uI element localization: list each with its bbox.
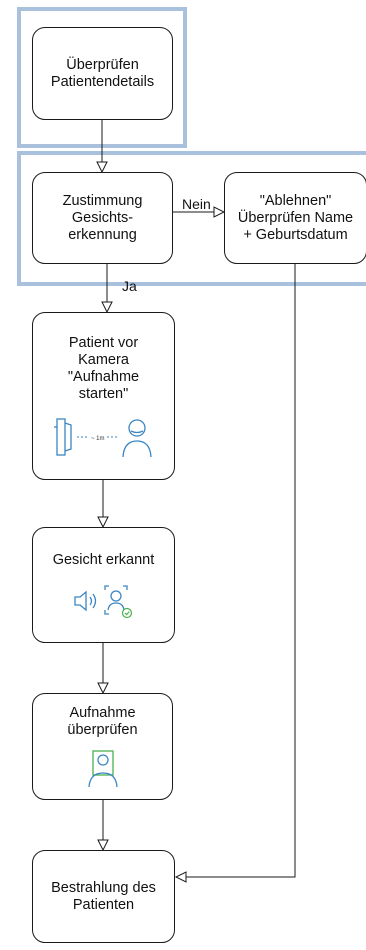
node-label: Zustimmung Gesichts- erkennung xyxy=(62,192,143,243)
arrowhead xyxy=(101,301,113,314)
node-review-recording[interactable]: Aufnahme überprüfen xyxy=(32,693,173,800)
node-label: "Ablehnen" Überprüfen Name + Geburtsdatu… xyxy=(237,192,354,243)
edge-decline-to-radiation xyxy=(186,264,296,878)
camera-device-icon xyxy=(53,418,72,456)
review-illustration xyxy=(85,749,121,789)
arrowhead xyxy=(97,682,109,695)
node-decline-check-name-birthdate[interactable]: "Ablehnen" Überprüfen Name + Geburtsdatu… xyxy=(224,172,366,264)
node-label: Gesicht erkannt xyxy=(52,551,155,568)
node-patient-at-camera[interactable]: Patient vor Kamera "Aufnahme starten" ~ … xyxy=(32,312,175,480)
arrowhead xyxy=(97,839,109,852)
node-label: Überprüfen Patientendetails xyxy=(50,56,155,90)
node-check-patient-details[interactable]: Überprüfen Patientendetails xyxy=(32,27,173,120)
check-badge xyxy=(121,607,132,618)
node-face-detected[interactable]: Gesicht erkannt xyxy=(32,527,175,643)
node-label: Bestrahlung des Patienten xyxy=(51,879,156,913)
node-patient-radiation[interactable]: Bestrahlung des Patienten xyxy=(32,850,175,943)
camera-illustration: ~ 1m xyxy=(49,415,159,459)
edge-label-nein: Nein xyxy=(182,196,211,212)
photo-portrait-icon xyxy=(87,749,118,787)
speaker-sound-icon xyxy=(73,590,96,611)
person-icon xyxy=(121,419,152,458)
node-consent-face-recognition[interactable]: Zustimmung Gesichts- erkennung xyxy=(32,172,173,264)
distance-1m-icon: ~ 1m xyxy=(76,436,119,442)
node-label: Patient vor Kamera "Aufnahme starten" xyxy=(67,335,140,402)
node-label: Aufnahme überprüfen xyxy=(67,704,138,738)
face-detected-illustration xyxy=(69,583,139,619)
svg-text:~ 1m: ~ 1m xyxy=(91,436,105,442)
face-scan-check-icon xyxy=(103,584,128,615)
arrowhead xyxy=(174,871,187,883)
arrowhead xyxy=(97,516,109,529)
arrowhead xyxy=(96,161,108,174)
group-frame-consent xyxy=(17,151,366,286)
arrowhead xyxy=(213,206,226,218)
edge-label-ja: Ja xyxy=(122,278,137,294)
